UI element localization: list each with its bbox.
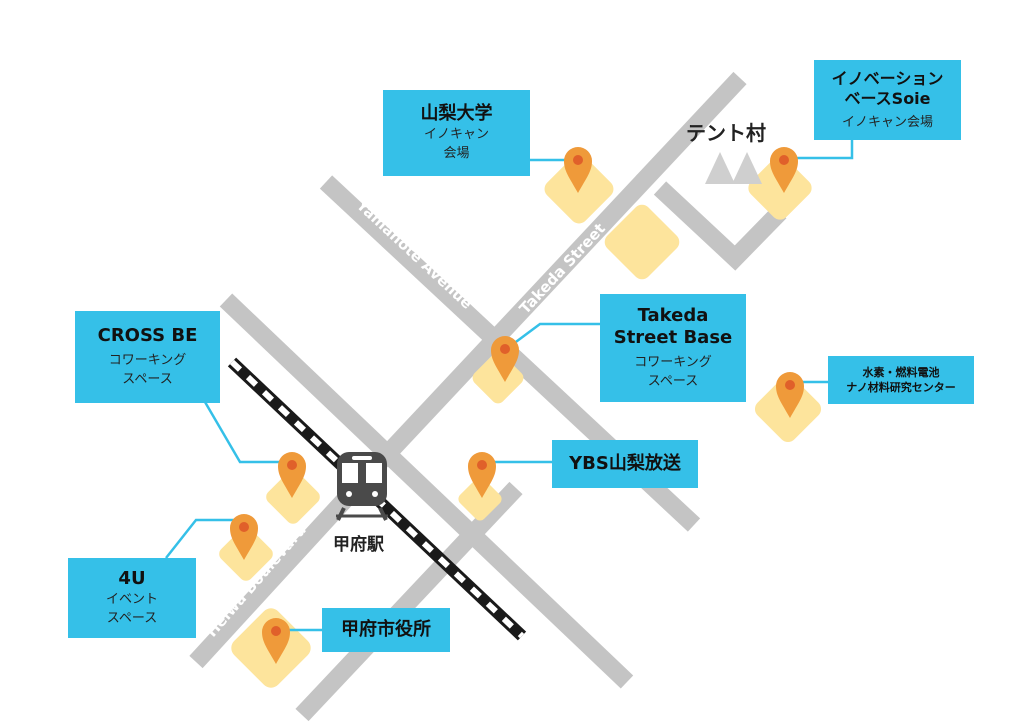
label-hydrogen-research-center[interactable]: 水素・燃料電池 ナノ材料研究センター [828,356,974,404]
tent-icon [705,152,762,184]
place-title: YBS山梨放送 [569,453,681,474]
place-subtitle: イベント [105,592,158,607]
leader-innovation-base [790,140,854,160]
pad-cross-be [266,470,320,524]
place-title: CROSS BE [97,325,198,346]
place-title: 水素・燃料電池 [862,366,940,379]
place-subtitle: イノキャン [423,127,489,142]
place-title: 4U [118,568,146,589]
place-title: Takeda [637,305,709,326]
place-subtitle: イノキャン会場 [841,114,933,130]
label-tent-village: テント村 [686,121,766,145]
place-subtitle: コワーキング [634,355,712,370]
leader-cross-be [203,401,292,464]
road-takeda-street [356,71,747,487]
label-kofu-station: 甲府駅 [333,535,384,555]
place-title: 甲府市役所 [341,619,431,640]
place-title: ナノ材料研究センター [846,381,956,394]
place-title: Street Base [613,327,733,348]
label-city-hall[interactable]: 甲府市役所 [322,608,450,652]
pad-empty-block [604,204,680,280]
street-label-yamanote: Yamanote Avenue [352,195,476,312]
label-cross-be[interactable]: CROSS BE コワーキング スペース [75,311,220,403]
place-subtitle: スペース [647,374,699,389]
road-heiwa-boulevard [189,473,370,669]
place-title: 山梨大学 [420,103,493,124]
place-title: ベースSoie [844,88,931,108]
place-subtitle: スペース [106,611,158,626]
place-subtitle: スペース [122,372,173,387]
road-diagonal-south [295,481,523,722]
label-takeda-street-base[interactable]: Takeda Street Base コワーキング スペース [600,294,746,402]
label-yamanashi-university[interactable]: 山梨大学 イノキャン 会場 [383,90,530,176]
leader-takeda-base [504,322,600,352]
label-4u[interactable]: 4U イベント スペース [68,558,196,638]
place-subtitle: コワーキング [108,353,187,368]
label-innovation-base[interactable]: イノベーション ベースSoie イノキャン会場 [814,60,961,140]
road-diagonal-west [219,293,634,689]
pad-ybs [458,477,502,521]
train-icon[interactable] [336,452,388,521]
pad-innovation-base [748,156,812,220]
place-title: イノベーション [831,68,944,88]
road-tent-loop [653,181,787,271]
label-ybs[interactable]: YBS山梨放送 [552,440,698,488]
leader-4u [165,518,244,559]
place-subtitle: 会場 [443,146,470,161]
street-label-takeda: Takeda Street [516,220,609,318]
